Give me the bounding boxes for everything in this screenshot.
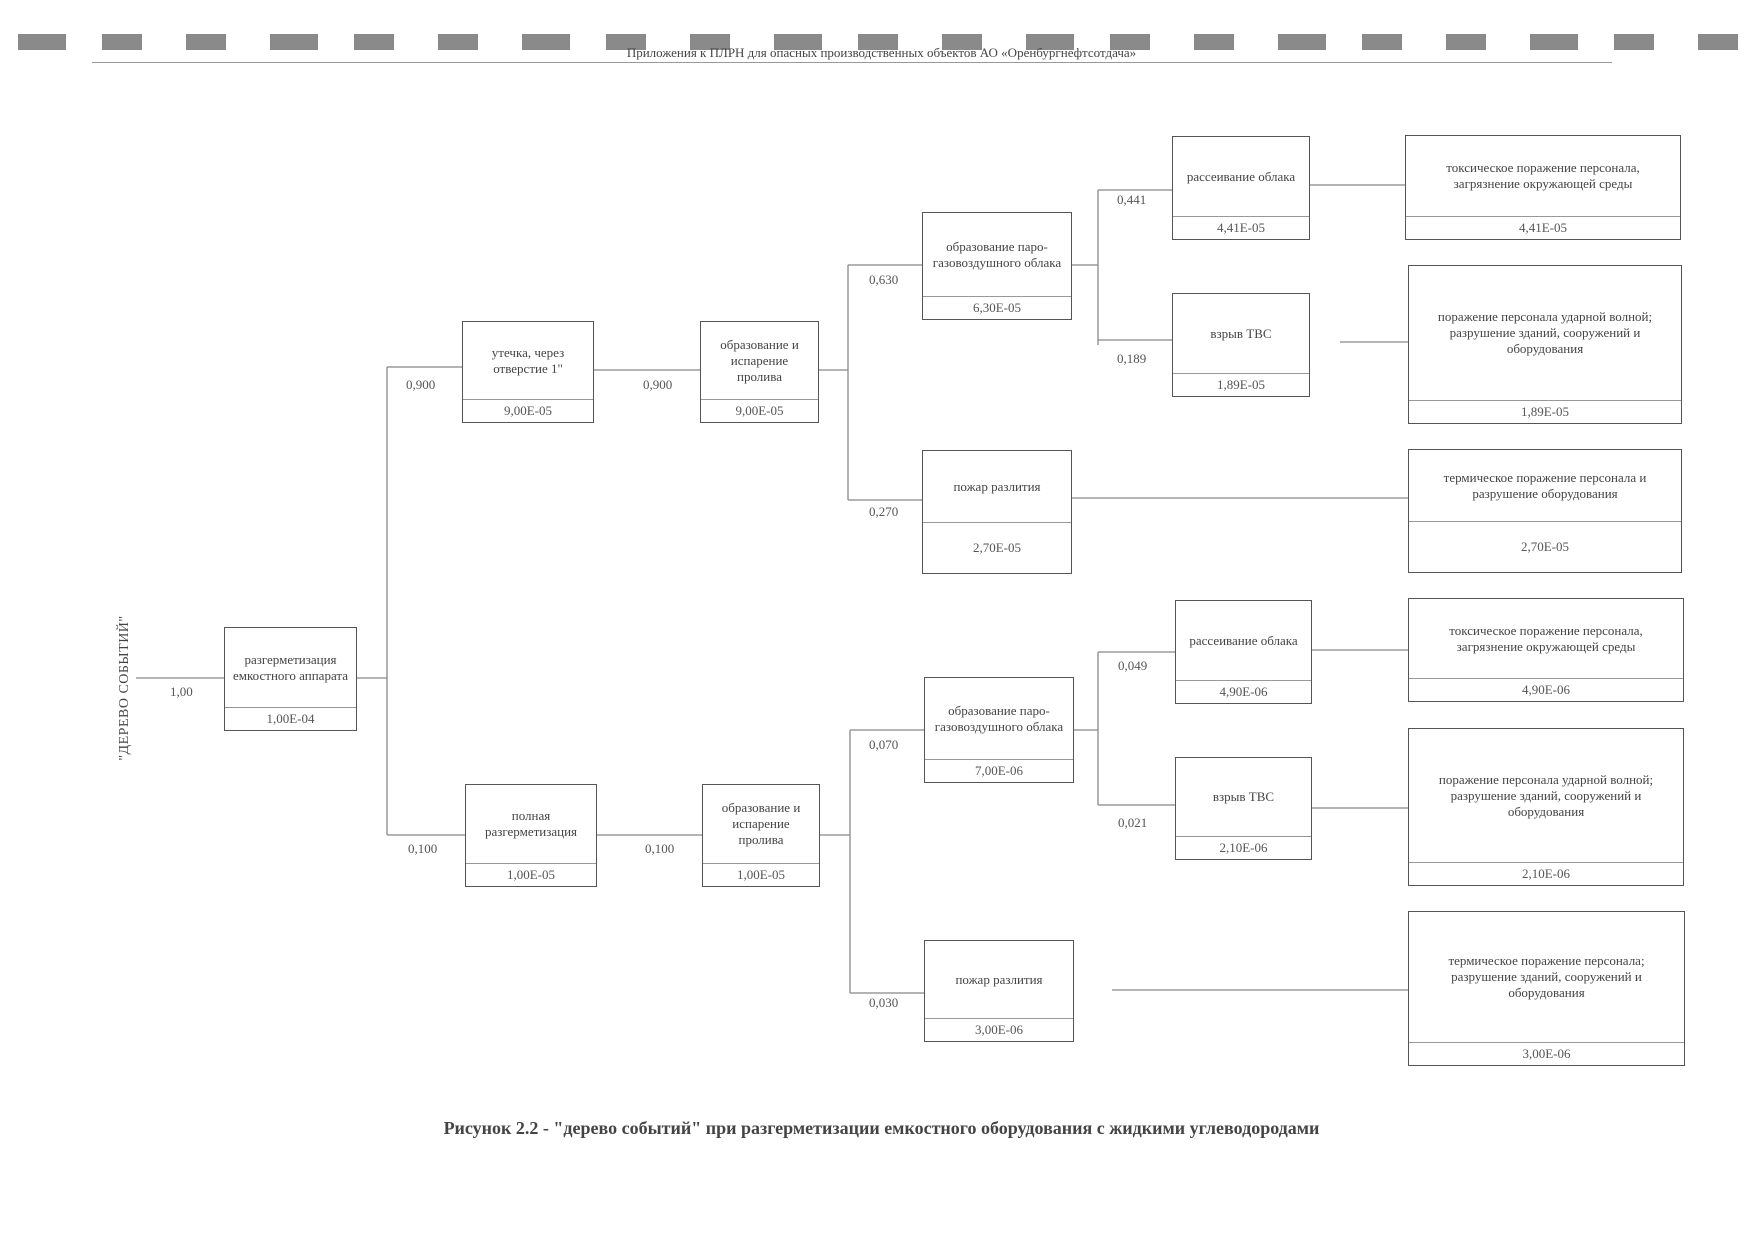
node-cloud-2: образование паро-газовоздушного облака 7… [924, 677, 1074, 783]
prob-explosion-1: 0,189 [1117, 351, 1147, 366]
node-value: 6,30E-05 [923, 296, 1071, 319]
prob-explosion-2: 0,021 [1118, 815, 1148, 830]
node-explosion-1: взрыв ТВС 1,89E-05 [1172, 293, 1310, 397]
node-value: 7,00E-06 [925, 759, 1073, 782]
node-value: 1,00E-05 [466, 863, 596, 886]
outcome-label: токсическое поражение персонала, загрязн… [1449, 622, 1643, 654]
header-rule [92, 62, 1612, 63]
node-evap-1: образование и испарение пролива 9,00E-05 [700, 321, 819, 423]
document-header: Приложения к ПЛРН для опасных производст… [626, 45, 1137, 60]
outcome-value: 4,41E-05 [1406, 216, 1680, 239]
node-label: образование паро-газовоздушного облака [934, 702, 1064, 734]
outcome-value: 3,00E-06 [1409, 1042, 1684, 1065]
node-value: 3,00E-06 [925, 1018, 1073, 1041]
scan-mark [354, 34, 394, 50]
node-label: образование паро-газовоздушного облака [932, 238, 1062, 270]
node-full-rupture: полная разгерметизация 1,00E-05 [465, 784, 597, 887]
node-value: 4,41E-05 [1173, 216, 1309, 239]
scan-mark [858, 34, 898, 50]
node-label: рассеивание облака [1186, 168, 1296, 184]
scan-mark [438, 34, 478, 50]
node-label: разгерметизация емкостного аппарата [233, 651, 348, 683]
prob-dispersion-1: 0,441 [1117, 192, 1147, 207]
prob-fire-2: 0,030 [869, 995, 899, 1010]
prob-leak: 0,900 [406, 377, 436, 392]
node-label: взрыв ТВС [1212, 789, 1275, 804]
outcome-value: 1,89E-05 [1409, 400, 1681, 423]
scan-mark [1614, 34, 1654, 50]
node-label: образование и испарение пролива [721, 800, 801, 847]
scan-mark [1278, 34, 1326, 50]
scan-mark [1446, 34, 1486, 50]
scan-mark [1530, 34, 1578, 50]
root-probability: 1,00 [170, 684, 193, 699]
node-dispersion-1: рассеивание облака 4,41E-05 [1172, 136, 1310, 240]
node-value: 4,90E-06 [1176, 680, 1311, 703]
outcome-value: 4,90E-06 [1409, 678, 1683, 701]
prob-cloud-2: 0,070 [869, 737, 899, 752]
scan-mark [522, 34, 570, 50]
outcome-blast-2: поражение персонала ударной волной; разр… [1408, 728, 1684, 886]
node-root: разгерметизация емкостного аппарата 1,00… [224, 627, 357, 731]
node-label: пожар разлития [955, 971, 1043, 987]
node-value: 1,89E-05 [1173, 373, 1309, 396]
node-evap-2: образование и испарение пролива 1,00E-05 [702, 784, 820, 887]
node-label: полная разгерметизация [484, 808, 578, 839]
node-fire-1: пожар разлития 2,70E-05 [922, 450, 1072, 574]
node-leak: утечка, через отверстие 1" 9,00E-05 [462, 321, 594, 423]
prob-evap-1: 0,900 [643, 377, 673, 392]
outcome-label: термическое поражение персонала и разруш… [1443, 469, 1647, 501]
outcome-label: термическое поражение персонала; разруше… [1448, 953, 1645, 1000]
node-value: 1,00E-05 [703, 863, 819, 886]
outcome-value: 2,10E-06 [1409, 862, 1683, 885]
prob-evap-2: 0,100 [645, 841, 675, 856]
node-label: образование и испарение пролива [720, 336, 799, 384]
prob-fire-1: 0,270 [869, 504, 899, 519]
outcome-thermal-1: термическое поражение персонала и разруш… [1408, 449, 1682, 573]
outcome-label: токсическое поражение персонала, загрязн… [1446, 160, 1640, 191]
node-value: 2,70E-05 [923, 522, 1071, 573]
node-explosion-2: взрыв ТВС 2,10E-06 [1175, 757, 1312, 860]
node-label: утечка, через отверстие 1" [491, 344, 565, 376]
node-value: 1,00E-04 [225, 707, 356, 730]
outcome-toxic-1: токсическое поражение персонала, загрязн… [1405, 135, 1681, 240]
node-label: рассеивание облака [1189, 632, 1298, 648]
scan-mark [270, 34, 318, 50]
scan-mark [1362, 34, 1402, 50]
node-cloud-1: образование паро-газовоздушного облака 6… [922, 212, 1072, 320]
scan-header-strip [0, 0, 1763, 60]
prob-dispersion-2: 0,049 [1118, 658, 1148, 673]
scan-mark [18, 34, 66, 50]
node-value: 9,00E-05 [701, 399, 818, 422]
scan-mark [774, 34, 822, 50]
figure-caption: Рисунок 2.2 - "дерево событий" при разге… [443, 1118, 1320, 1138]
outcome-value: 2,70E-05 [1409, 521, 1681, 572]
prob-cloud-1: 0,630 [869, 272, 899, 287]
node-label: пожар разлития [953, 478, 1041, 494]
scan-mark [102, 34, 142, 50]
diagram-title: "ДЕРЕВО СОБЫТИЙ" [117, 615, 132, 761]
scan-mark [1698, 34, 1738, 50]
outcome-blast-1: поражение персонала ударной волной; разр… [1408, 265, 1682, 424]
node-value: 2,10E-06 [1176, 836, 1311, 859]
outcome-thermal-2: термическое поражение персонала; разруше… [1408, 911, 1685, 1066]
prob-full-rupture: 0,100 [408, 841, 438, 856]
scan-mark [690, 34, 730, 50]
scan-mark [942, 34, 982, 50]
scan-mark [186, 34, 226, 50]
scan-mark [1110, 34, 1150, 50]
outcome-label: поражение персонала ударной волной; разр… [1438, 771, 1654, 819]
outcome-label: поражение персонала ударной волной; разр… [1437, 309, 1653, 356]
scan-mark [1194, 34, 1234, 50]
node-dispersion-2: рассеивание облака 4,90E-06 [1175, 600, 1312, 704]
node-label: взрыв ТВС [1210, 325, 1272, 341]
scan-mark [1026, 34, 1074, 50]
node-fire-2: пожар разлития 3,00E-06 [924, 940, 1074, 1042]
outcome-toxic-2: токсическое поражение персонала, загрязн… [1408, 598, 1684, 702]
scan-mark [606, 34, 646, 50]
node-value: 9,00E-05 [463, 399, 593, 422]
